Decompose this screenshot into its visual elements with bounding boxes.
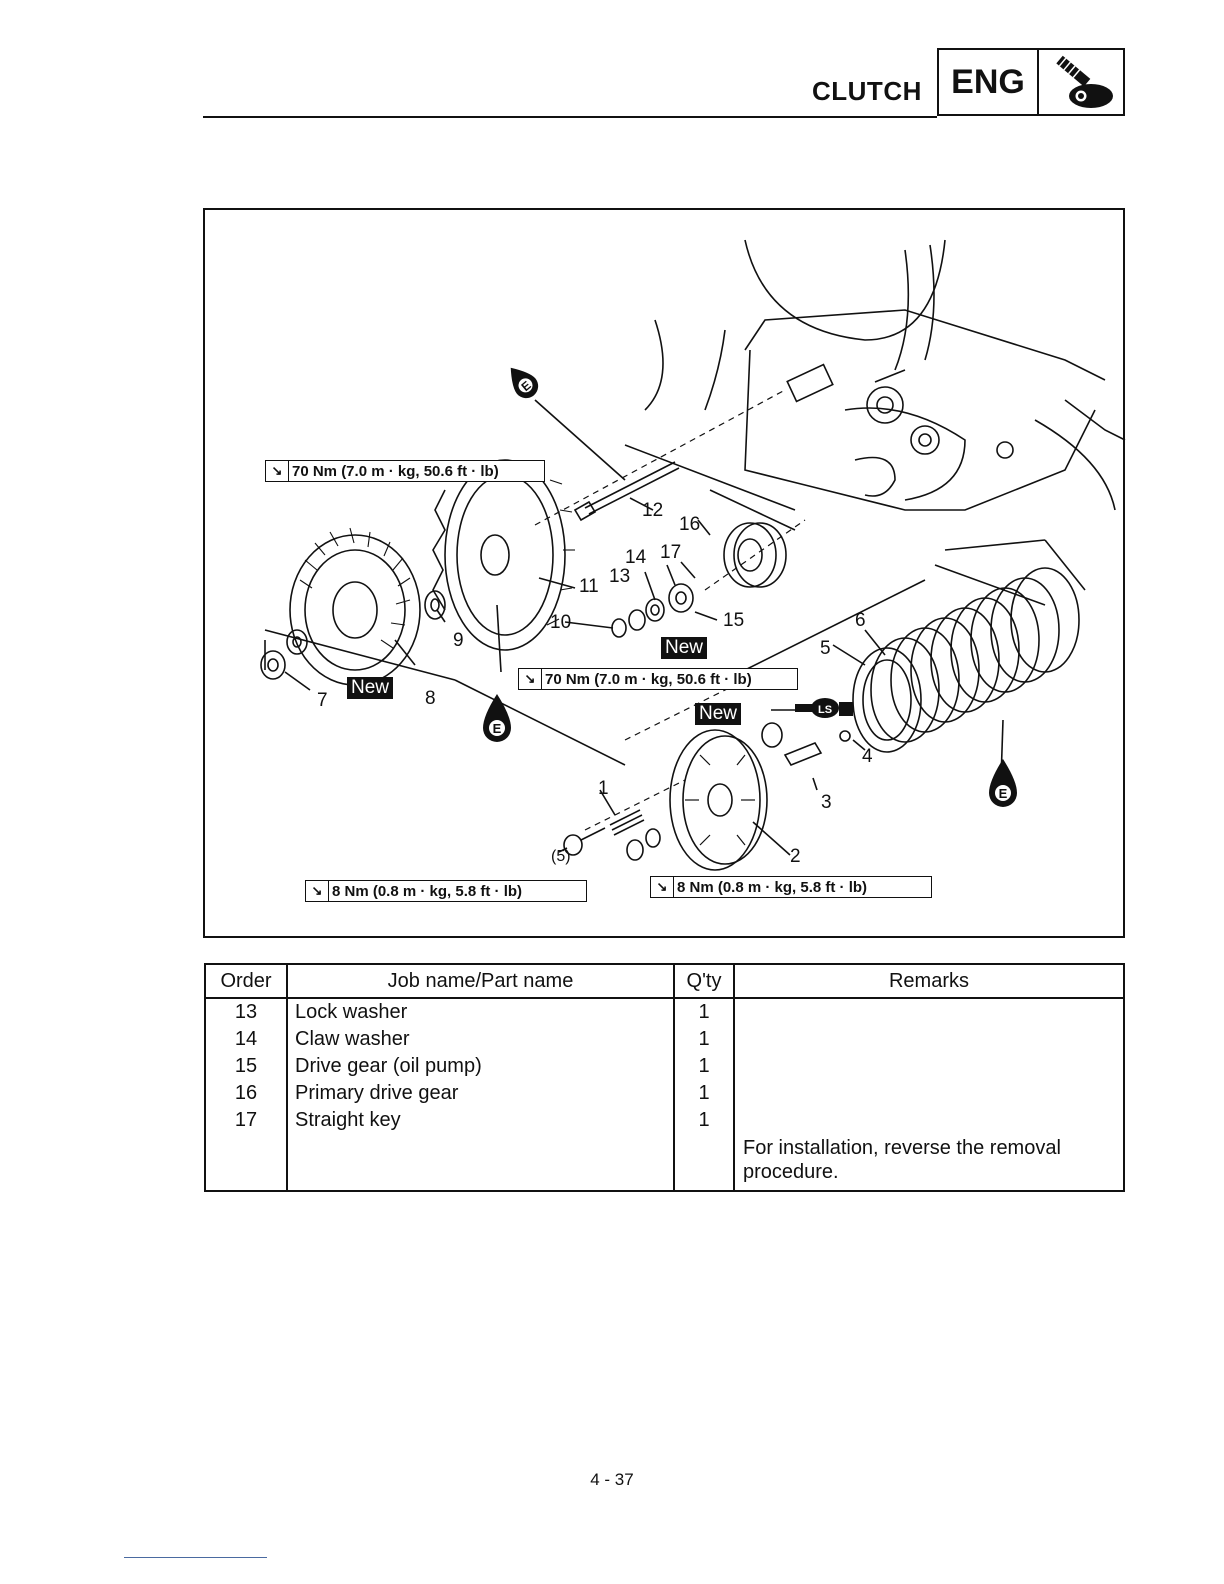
table-note-row: For installation, reverse the removal pr… xyxy=(204,1134,1125,1192)
new-badge-seal: New xyxy=(695,703,742,725)
diagram-drawing: E E E LS xyxy=(260,239,1126,871)
installation-note: For installation, reverse the removal pr… xyxy=(733,1134,1125,1192)
row-part-name: Lock washer xyxy=(286,998,675,1026)
torque-wrench-icon: ↘ xyxy=(519,669,542,689)
callout-1: 1 xyxy=(598,778,609,799)
chapter-code: ENG xyxy=(939,50,1039,114)
row-remarks xyxy=(733,1080,1125,1107)
torque-spec-pressure-plate-nut: ↘ 8 Nm (0.8 m · kg, 5.8 ft · lb) xyxy=(650,876,932,898)
table-row: 13 Lock washer 1 xyxy=(204,998,1125,1026)
torque-spec-primary-gear-nut: ↘ 70 Nm (7.0 m · kg, 50.6 ft · lb) xyxy=(518,668,798,690)
table-row: 15 Drive gear (oil pump) 1 xyxy=(204,1053,1125,1080)
oil-drop-icon: E E E xyxy=(483,367,1017,807)
table-row: 14 Claw washer 1 xyxy=(204,1026,1125,1053)
row-remarks xyxy=(733,1053,1125,1080)
empty-cell xyxy=(673,1134,735,1192)
callout-2: 2 xyxy=(790,846,801,867)
header-rule xyxy=(203,116,937,118)
callout-15: 15 xyxy=(723,610,745,631)
row-part-name: Primary drive gear xyxy=(286,1080,675,1107)
row-order: 14 xyxy=(204,1026,288,1053)
torque-spec-spring-bolt: ↘ 8 Nm (0.8 m · kg, 5.8 ft · lb) xyxy=(305,880,587,902)
callout-14: 14 xyxy=(625,547,647,568)
row-qty: 1 xyxy=(673,1080,735,1107)
row-part-name: Straight key xyxy=(286,1107,675,1134)
callout-4: 4 xyxy=(862,746,873,767)
callout-16: 16 xyxy=(679,514,701,535)
callout-5-bolt: (5) xyxy=(551,848,571,865)
torque-wrench-icon: ↘ xyxy=(266,461,289,481)
row-qty: 1 xyxy=(673,998,735,1026)
chapter-box: ENG xyxy=(937,48,1125,116)
callout-7: 7 xyxy=(317,690,328,711)
svg-text:E: E xyxy=(999,786,1008,801)
callout-13: 13 xyxy=(609,566,631,587)
row-remarks xyxy=(733,1026,1125,1053)
row-order: 16 xyxy=(204,1080,288,1107)
callout-5: 5 xyxy=(820,638,831,659)
section-title: CLUTCH xyxy=(812,76,922,106)
callout-3: 3 xyxy=(821,792,832,813)
col-part-name: Job name/Part name xyxy=(286,963,675,999)
callout-12: 12 xyxy=(642,500,664,521)
clutch-exploded-diagram: E E E LS ↘ 70 Nm (7.0 m · kg, 50.6 ft · … xyxy=(203,208,1126,938)
col-remarks: Remarks xyxy=(733,963,1125,999)
torque-wrench-icon: ↘ xyxy=(651,877,674,897)
parts-table: Order Job name/Part name Q'ty Remarks 13… xyxy=(204,963,1125,1192)
table-row: 17 Straight key 1 xyxy=(204,1107,1125,1134)
svg-text:E: E xyxy=(493,721,502,736)
torque-spec-clutch-boss-nut: ↘ 70 Nm (7.0 m · kg, 50.6 ft · lb) xyxy=(265,460,545,482)
row-order: 13 xyxy=(204,998,288,1026)
row-order: 15 xyxy=(204,1053,288,1080)
row-remarks xyxy=(733,998,1125,1026)
footer-line xyxy=(124,1557,267,1558)
callout-6: 6 xyxy=(855,610,866,631)
table-row: 16 Primary drive gear 1 xyxy=(204,1080,1125,1107)
new-badge-claw-washer: New xyxy=(661,637,708,659)
row-part-name: Claw washer xyxy=(286,1026,675,1053)
new-badge-lock-washer: New xyxy=(347,677,394,699)
callout-17: 17 xyxy=(660,542,682,563)
empty-cell xyxy=(204,1134,288,1192)
callout-11: 11 xyxy=(579,576,599,597)
grease-ls-icon: LS xyxy=(795,698,853,718)
engine-wrench-icon xyxy=(1039,50,1123,114)
row-part-name: Drive gear (oil pump) xyxy=(286,1053,675,1080)
callout-8: 8 xyxy=(425,688,436,709)
table-header-row: Order Job name/Part name Q'ty Remarks xyxy=(204,963,1125,999)
col-qty: Q'ty xyxy=(673,963,735,999)
row-remarks xyxy=(733,1107,1125,1134)
callout-10: 10 xyxy=(550,612,572,633)
empty-cell xyxy=(286,1134,675,1192)
row-qty: 1 xyxy=(673,1053,735,1080)
col-order: Order xyxy=(204,963,288,999)
callout-9: 9 xyxy=(453,630,464,651)
torque-wrench-icon: ↘ xyxy=(306,881,329,901)
row-order: 17 xyxy=(204,1107,288,1134)
page-number: 4 - 37 xyxy=(590,1470,634,1489)
row-qty: 1 xyxy=(673,1026,735,1053)
svg-text:LS: LS xyxy=(818,704,832,716)
row-qty: 1 xyxy=(673,1107,735,1134)
